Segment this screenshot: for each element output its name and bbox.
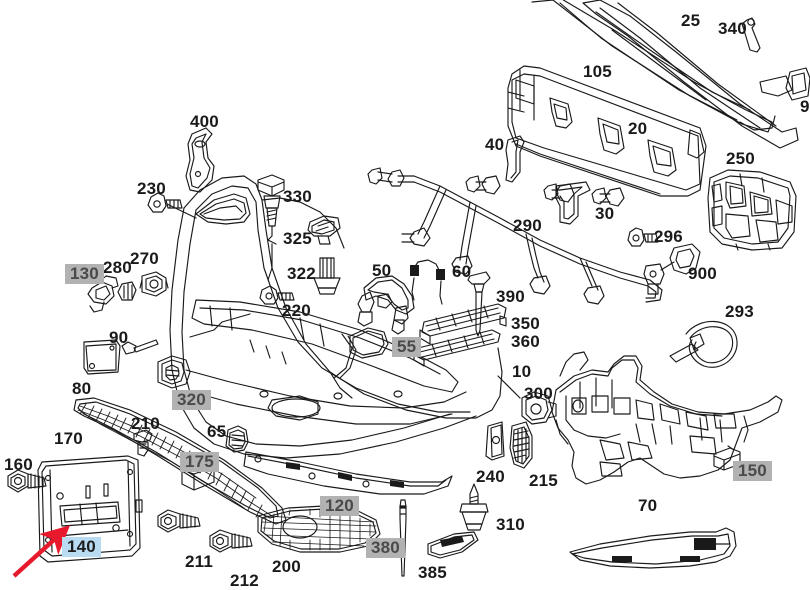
callout-label-200[interactable]: 200 <box>272 557 301 576</box>
callout-label-270[interactable]: 270 <box>130 249 159 268</box>
part-40-clip-bracket <box>505 135 525 183</box>
callout-label-211[interactable]: 211 <box>185 552 214 571</box>
part-9-edge-piece-b <box>759 75 793 97</box>
part-105-reinforcement-beam <box>582 0 799 149</box>
callout-label-360[interactable]: 360 <box>511 332 540 351</box>
part-230-bolt <box>147 192 197 219</box>
part-80-cover-plate <box>83 339 121 375</box>
callout-label-320[interactable]: 320 <box>172 390 211 410</box>
part-300-grommet-plug <box>497 375 557 425</box>
callout-label-160[interactable]: 160 <box>4 455 33 474</box>
callout-label-175[interactable]: 175 <box>180 452 219 472</box>
callout-label-9[interactable]: 9 <box>800 97 810 116</box>
part-322-bolt <box>313 257 341 295</box>
part-900-connector-tag <box>643 243 701 295</box>
callout-label-65[interactable]: 65 <box>207 422 227 441</box>
callout-label-900[interactable]: 900 <box>688 264 717 283</box>
callout-label-230[interactable]: 230 <box>137 179 166 198</box>
part-220-bolt <box>259 285 295 305</box>
part-310-expansion-rivet <box>459 483 489 531</box>
callout-label-340[interactable]: 340 <box>718 19 747 38</box>
part-280-washer <box>117 281 137 301</box>
part-380-pin-long <box>399 499 407 577</box>
part-320-grommet-large <box>157 355 191 389</box>
part-60-sensor-lead <box>410 259 445 305</box>
part-211-screw <box>157 509 201 533</box>
callout-label-220[interactable]: 220 <box>282 301 311 320</box>
callout-label-300[interactable]: 300 <box>524 384 553 403</box>
callout-label-10[interactable]: 10 <box>512 362 532 381</box>
part-385-cover-flap <box>427 531 479 559</box>
part-55-spoiler-insert <box>349 327 389 359</box>
callout-label-322[interactable]: 322 <box>287 264 316 283</box>
callout-label-215[interactable]: 215 <box>529 471 558 490</box>
callout-label-250[interactable]: 250 <box>726 149 755 168</box>
callout-label-130[interactable]: 130 <box>65 264 104 284</box>
part-250-headlamp-carrier <box>707 169 797 251</box>
callout-label-70[interactable]: 70 <box>638 496 658 515</box>
callout-label-55[interactable]: 55 <box>392 337 422 357</box>
part-293-cable-tie <box>669 320 738 368</box>
part-212-screw <box>209 529 253 553</box>
callout-label-325[interactable]: 325 <box>283 229 312 248</box>
callout-label-350[interactable]: 350 <box>511 314 540 333</box>
callout-label-50[interactable]: 50 <box>372 261 392 280</box>
part-10-front-bumper-cover <box>169 175 503 459</box>
callout-label-105[interactable]: 105 <box>583 62 612 81</box>
part-50-headlamp-washer-bracket <box>357 275 415 335</box>
callout-label-240[interactable]: 240 <box>476 467 505 486</box>
callout-label-80[interactable]: 80 <box>72 379 92 398</box>
callout-label-40[interactable]: 40 <box>485 135 505 154</box>
callout-label-293[interactable]: 293 <box>725 302 754 321</box>
callout-label-140[interactable]: 140 <box>62 537 101 557</box>
callout-label-20[interactable]: 20 <box>628 119 648 138</box>
part-9-edge-part <box>785 67 810 101</box>
callout-label-30[interactable]: 30 <box>595 204 615 223</box>
part-360-guide-rail-lower <box>413 329 501 367</box>
part-20-bumper-crossmember <box>507 65 707 197</box>
callout-label-390[interactable]: 390 <box>496 287 525 306</box>
callout-label-400[interactable]: 400 <box>190 112 219 131</box>
part-340-rod <box>741 17 761 53</box>
callout-label-280[interactable]: 280 <box>103 258 132 277</box>
part-25-upper-bumper-bar <box>531 0 776 133</box>
callout-label-210[interactable]: 210 <box>131 414 160 433</box>
callout-label-170[interactable]: 170 <box>54 429 83 448</box>
part-140-license-plate-holder <box>37 455 143 563</box>
part-296-bolt <box>627 227 659 247</box>
part-290-wiring-harness <box>367 167 663 305</box>
part-lower-right-strip <box>569 527 737 569</box>
part-270-nut <box>139 271 169 297</box>
part-70-front-end-carrier <box>551 351 783 485</box>
part-200-side-grille-insert <box>257 505 381 553</box>
part-240-bracket <box>485 421 505 461</box>
callout-label-60[interactable]: 60 <box>452 262 472 281</box>
callout-label-212[interactable]: 212 <box>230 571 259 590</box>
part-400-bracket-hook <box>185 127 215 193</box>
callout-label-330[interactable]: 330 <box>283 187 312 206</box>
callout-label-150[interactable]: 150 <box>733 461 772 481</box>
part-215-mesh-insert <box>509 421 533 469</box>
part-325-clip <box>307 215 341 245</box>
part-30-bracket-small <box>555 181 591 225</box>
callout-label-385[interactable]: 385 <box>418 563 447 582</box>
part-65-grommet <box>225 425 249 453</box>
callout-label-90[interactable]: 90 <box>109 328 129 347</box>
callout-label-290[interactable]: 290 <box>513 216 542 235</box>
part-350-guide-rail-upper <box>419 303 507 345</box>
callout-label-120[interactable]: 120 <box>320 496 359 516</box>
part-120-lower-trim-strip <box>243 451 453 495</box>
callout-label-296[interactable]: 296 <box>654 227 683 246</box>
part-90-pin <box>121 339 159 355</box>
callout-label-380[interactable]: 380 <box>366 538 405 558</box>
callout-label-25[interactable]: 25 <box>681 11 701 30</box>
callout-label-310[interactable]: 310 <box>496 515 525 534</box>
